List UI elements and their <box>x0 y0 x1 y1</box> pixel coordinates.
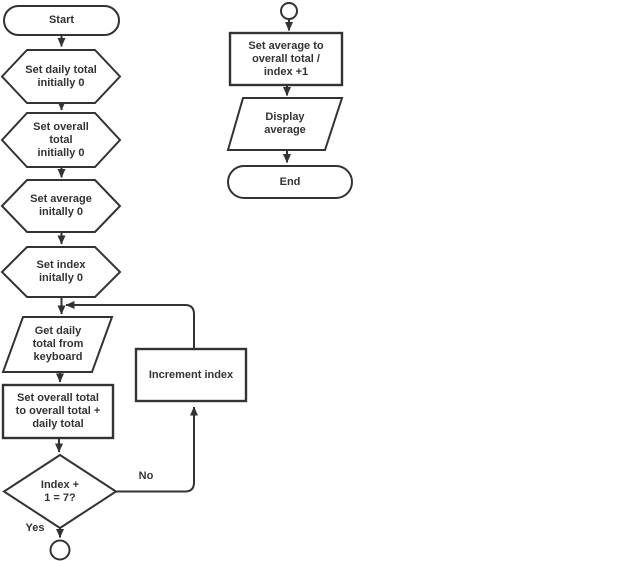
preparation-shape-init-index <box>0 246 122 298</box>
preparation-shape-init-daily <box>0 49 122 104</box>
decision-shape-loop-test <box>2 453 118 530</box>
edge-label-yes: Yes <box>25 522 45 534</box>
preparation-shape-init-overall <box>0 112 122 168</box>
edge-label-no: No <box>138 470 154 482</box>
preparation-shape-init-average <box>0 179 122 233</box>
process-shape-compute-average <box>228 31 344 87</box>
output-shape-display-average <box>226 97 344 151</box>
process-shape-accumulate <box>1 383 115 440</box>
end-terminator-shape <box>227 165 353 199</box>
start-terminator-shape <box>3 5 120 36</box>
connector-circle-top <box>280 2 298 20</box>
process-shape-increment <box>134 347 248 403</box>
connector-circle-bottom <box>49 539 71 561</box>
input-shape-get-daily <box>1 316 114 373</box>
arrow-increment-loop-back <box>65 301 195 349</box>
arrow-decision-no-to-increment <box>116 406 198 493</box>
